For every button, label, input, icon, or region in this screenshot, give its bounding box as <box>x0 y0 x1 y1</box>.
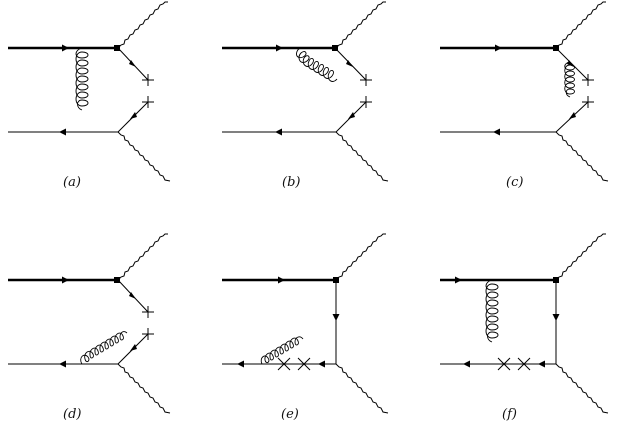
cross-mark <box>582 96 594 108</box>
arrow <box>463 360 470 368</box>
vertex <box>114 45 120 51</box>
arrow <box>495 44 502 52</box>
panel-caption: (e) <box>281 407 299 422</box>
gluon-line <box>80 331 128 365</box>
photon-line <box>117 233 168 281</box>
panel-caption: (b) <box>282 175 300 190</box>
photon-line <box>335 131 389 182</box>
vertex <box>114 277 120 283</box>
gluon-line <box>564 61 575 98</box>
panel-e: (e) <box>222 233 389 422</box>
quark-to-cross <box>555 47 589 81</box>
cross-mark <box>142 328 154 340</box>
gluon-line <box>260 336 304 365</box>
arrow <box>348 112 355 119</box>
gluon-line <box>485 279 499 343</box>
photon-line <box>117 131 171 182</box>
panel-d: (d) <box>8 233 171 422</box>
panel-b: (b) <box>222 1 389 190</box>
cross-mark <box>142 74 154 86</box>
cross-mark <box>297 357 311 371</box>
photon-line <box>555 363 609 414</box>
photon-line <box>335 363 389 414</box>
photon-line <box>117 363 171 414</box>
arrow <box>276 44 283 52</box>
arrow <box>538 360 545 368</box>
photon-line <box>117 1 168 49</box>
arrow <box>59 128 66 136</box>
panel-a: (a) <box>8 1 171 190</box>
arrow <box>569 112 576 119</box>
arrow <box>130 344 137 351</box>
cross-mark <box>360 74 372 86</box>
arrow <box>62 276 69 284</box>
photon-line <box>555 131 609 182</box>
arrow <box>129 60 136 67</box>
photon-line <box>555 1 606 49</box>
panel-caption: (f) <box>502 407 517 422</box>
arrow <box>275 128 282 136</box>
arrow <box>237 360 244 368</box>
cross-mark <box>142 306 154 318</box>
panel-c: (c) <box>440 1 609 190</box>
panel-caption: (c) <box>506 175 523 190</box>
arrow <box>62 44 69 52</box>
arrow <box>493 128 500 136</box>
photon-line <box>335 1 386 49</box>
cross-mark <box>497 357 511 371</box>
cross-mark <box>142 96 154 108</box>
arrow <box>455 276 462 284</box>
arrow <box>129 292 136 299</box>
cross-mark <box>360 96 372 108</box>
arrow <box>567 60 574 67</box>
arrow <box>552 314 560 321</box>
arrow <box>332 314 340 321</box>
arrow <box>346 60 353 67</box>
arrow <box>59 360 66 368</box>
gluon-line <box>296 47 338 82</box>
panel-caption: (a) <box>63 175 81 190</box>
gluon-line <box>75 47 89 111</box>
panel-f: (f) <box>440 233 609 422</box>
cross-mark <box>517 357 531 371</box>
cross-mark <box>277 357 291 371</box>
photon-line <box>555 233 606 281</box>
cross-mark <box>582 74 594 86</box>
arrow <box>278 276 285 284</box>
arrow <box>130 112 137 119</box>
arrow <box>318 360 325 368</box>
panel-caption: (d) <box>63 407 81 422</box>
photon-line <box>335 233 386 281</box>
